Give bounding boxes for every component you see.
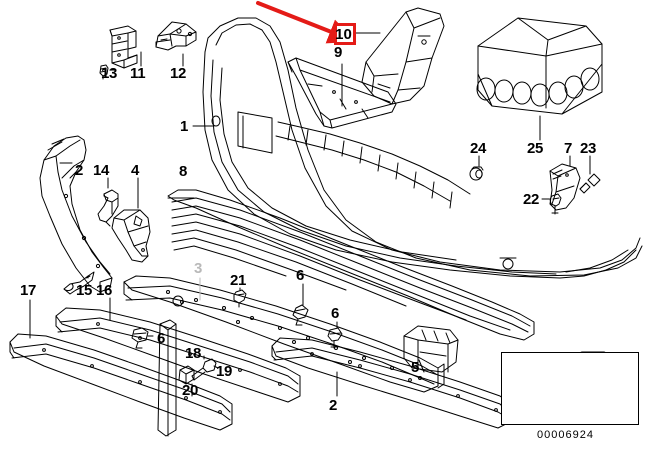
part-8-lower-grille [167,189,535,341]
callout-11: 11 [130,65,146,82]
part-22-clip [549,193,562,215]
callout-4: 4 [131,162,140,179]
callout-2-lower: 2 [329,397,338,414]
part-12-bracket [155,21,197,51]
callout-25: 25 [527,140,544,157]
callout-7: 7 [564,140,573,157]
part-5-end-cap [403,325,459,373]
part-13-clip [99,64,109,80]
highlighted-part-number-label: 10 [335,25,352,43]
leader-19 [213,365,219,369]
part-6-clip-a [292,304,309,326]
part-2-moulding-lower [271,337,511,429]
part-7-bracket [549,163,581,211]
callout-16: 16 [96,282,113,299]
callout-18: 18 [185,345,202,362]
part-17-lower-trim [9,333,233,431]
callout-1: 1 [180,118,189,135]
part-24-grommet [469,166,484,181]
part-10-end-piece [361,7,445,105]
callout-5: 5 [411,359,420,376]
callout-19: 19 [216,363,233,380]
callout-20: 20 [182,382,199,399]
highlighted-part-number-box[interactable]: 10 [334,23,356,45]
inset-vehicle-panel [501,352,639,425]
part-21-clip [233,289,247,308]
callout-6-b: 6 [331,305,340,322]
callout-15: 15 [76,282,93,299]
callout-13: 13 [101,65,118,82]
part-6-clip-c [131,327,149,349]
callout-23: 23 [580,140,597,157]
part-23-screw [579,173,601,194]
part-2-moulding-upper [39,135,113,293]
callout-21: 21 [230,272,247,289]
callout-14: 14 [93,162,110,179]
part-6-clip-b [327,327,343,349]
callout-22: 22 [523,191,540,208]
part-11-bracket [109,25,138,69]
callout-6-a: 6 [296,267,305,284]
part-20-nut [178,365,195,385]
callout-6-c: 6 [157,330,166,347]
callout-17: 17 [20,282,37,299]
callout-9: 9 [334,44,343,61]
part-4-side-bracket [111,209,151,263]
callout-24: 24 [470,140,487,157]
part-1-bumper-cover [202,17,643,279]
red-pointer-arrow [256,1,357,44]
part-16-carrier [55,307,301,437]
callout-8: 8 [179,163,188,180]
callout-3: 3 [194,260,203,277]
callout-12: 12 [170,65,187,82]
callout-2-upper: 2 [75,162,84,179]
part-25-absorber-block [476,17,603,115]
diagram-part-number: 00006924 [537,429,594,441]
part-14-clamp [97,189,119,227]
